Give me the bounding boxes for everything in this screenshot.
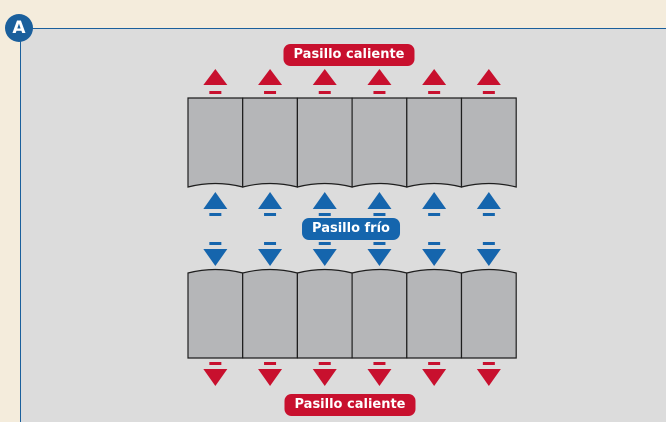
server-rack (460, 268, 517, 359)
cold-aisle-down-arrows (203, 242, 501, 266)
arrow-up-icon (422, 192, 447, 216)
server-rack (242, 97, 298, 188)
arrow-up-icon (476, 69, 501, 94)
server-rack (187, 97, 244, 188)
hot-aisle-top-arrows (203, 69, 501, 94)
arrow-up-icon (422, 69, 447, 94)
server-rack (351, 268, 408, 359)
arrow-down-icon (476, 242, 501, 266)
arrow-down-icon (258, 362, 283, 386)
server-rack (351, 97, 408, 188)
arrow-up-icon (203, 192, 228, 216)
hot-aisle-bottom-label: Pasillo caliente (284, 394, 416, 416)
server-rack (406, 268, 463, 359)
arrow-down-icon (203, 242, 228, 266)
arrow-down-icon (312, 242, 337, 266)
cold-aisle-label: Pasillo frío (302, 218, 400, 240)
arrow-down-icon (422, 242, 447, 266)
server-rack (187, 268, 244, 359)
arrow-down-icon (422, 362, 447, 386)
arrow-up-icon (312, 192, 337, 216)
server-rack (406, 97, 463, 188)
panel-letter-badge: A (5, 14, 33, 42)
arrow-up-icon (367, 69, 392, 94)
server-rack (296, 268, 353, 359)
server-rack (242, 268, 298, 359)
arrow-down-icon (367, 242, 392, 266)
arrow-down-icon (258, 242, 283, 266)
hot-aisle-top-label: Pasillo caliente (283, 44, 415, 66)
arrow-down-icon (312, 362, 337, 386)
server-rack (296, 97, 353, 188)
arrow-up-icon (203, 69, 228, 94)
rack-row-top (187, 97, 517, 188)
arrow-down-icon (476, 362, 501, 386)
arrow-down-icon (203, 362, 228, 386)
arrow-up-icon (258, 69, 283, 94)
server-rack (460, 97, 517, 188)
rack-row-bottom (187, 268, 517, 359)
hot-aisle-bottom-arrows (203, 362, 501, 386)
cold-aisle-up-arrows (203, 192, 501, 216)
arrow-up-icon (258, 192, 283, 216)
arrow-up-icon (312, 69, 337, 94)
arrow-down-icon (367, 362, 392, 386)
arrow-up-icon (476, 192, 501, 216)
arrow-up-icon (367, 192, 392, 216)
